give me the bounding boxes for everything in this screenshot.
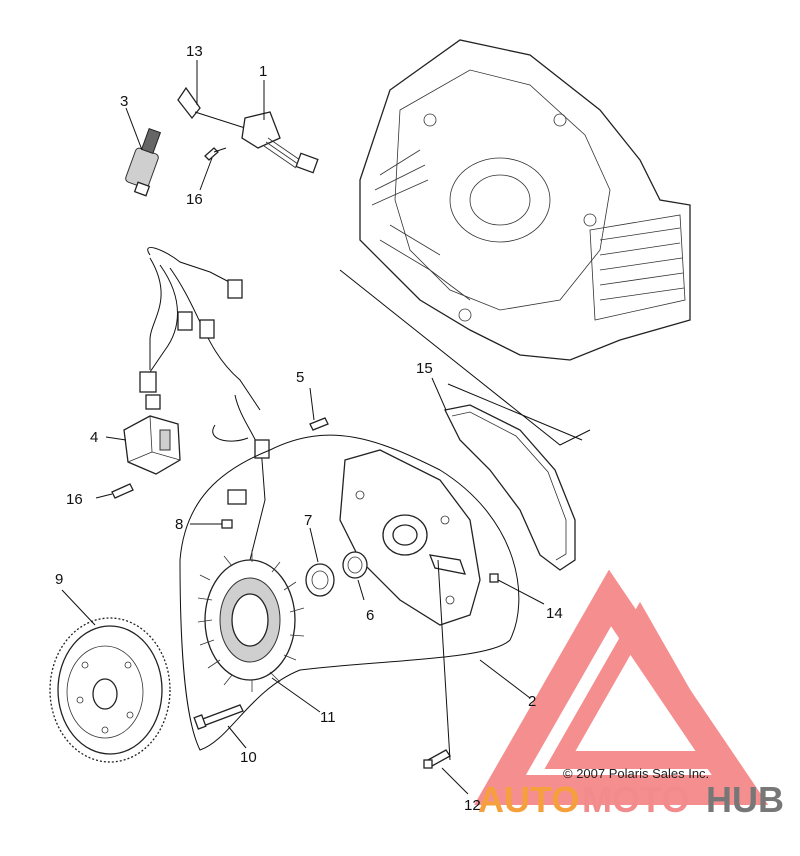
callout-16-lower: 16 <box>66 491 83 508</box>
flywheel <box>49 617 171 763</box>
retaining-ring <box>342 551 368 579</box>
stator-cover <box>339 449 481 626</box>
watermark-logo <box>474 569 769 805</box>
callout-14: 14 <box>546 605 563 622</box>
stator <box>197 550 305 692</box>
copyright-text: © 2007 Polaris Sales Inc. <box>563 766 709 781</box>
callout-9: 9 <box>55 571 63 588</box>
callout-15: 15 <box>416 360 433 377</box>
screw-8 <box>221 519 233 529</box>
callout-13: 13 <box>186 43 203 60</box>
callout-3: 3 <box>120 93 128 110</box>
screw-16-upper <box>204 147 227 161</box>
callout-8: 8 <box>175 516 183 533</box>
bolt-10 <box>193 704 244 730</box>
callout-2: 2 <box>528 693 536 710</box>
watermark-auto: AUTO <box>478 779 579 820</box>
engine-crankcase <box>359 39 691 361</box>
screw-16-lower <box>111 483 134 499</box>
callout-1: 1 <box>259 63 267 80</box>
pin-14 <box>489 573 499 583</box>
ignition-coil <box>177 86 319 174</box>
screw-5 <box>309 417 329 431</box>
wiring-harness <box>139 246 261 411</box>
spark-plug <box>125 127 162 197</box>
watermark-brand: AUTO MOTO HUB <box>478 779 784 820</box>
callout-6: 6 <box>366 607 374 624</box>
bolt-12 <box>423 749 451 769</box>
callout-16-upper: 16 <box>186 191 203 208</box>
stator-wiring <box>212 394 270 561</box>
callouts: 13 1 3 16 4 16 5 15 8 7 6 14 9 2 11 10 1… <box>55 43 563 814</box>
callout-5: 5 <box>296 369 304 386</box>
callout-12: 12 <box>464 797 481 814</box>
callout-10: 10 <box>240 749 257 766</box>
callout-7: 7 <box>304 512 312 529</box>
leader-lines <box>61 60 583 795</box>
seal <box>305 563 335 597</box>
watermark-moto: MOTO <box>582 779 689 820</box>
voltage-regulator <box>123 415 181 475</box>
callout-4: 4 <box>90 429 98 446</box>
gasket <box>444 404 576 571</box>
callout-11: 11 <box>320 709 336 726</box>
watermark-hub: HUB <box>706 779 784 820</box>
